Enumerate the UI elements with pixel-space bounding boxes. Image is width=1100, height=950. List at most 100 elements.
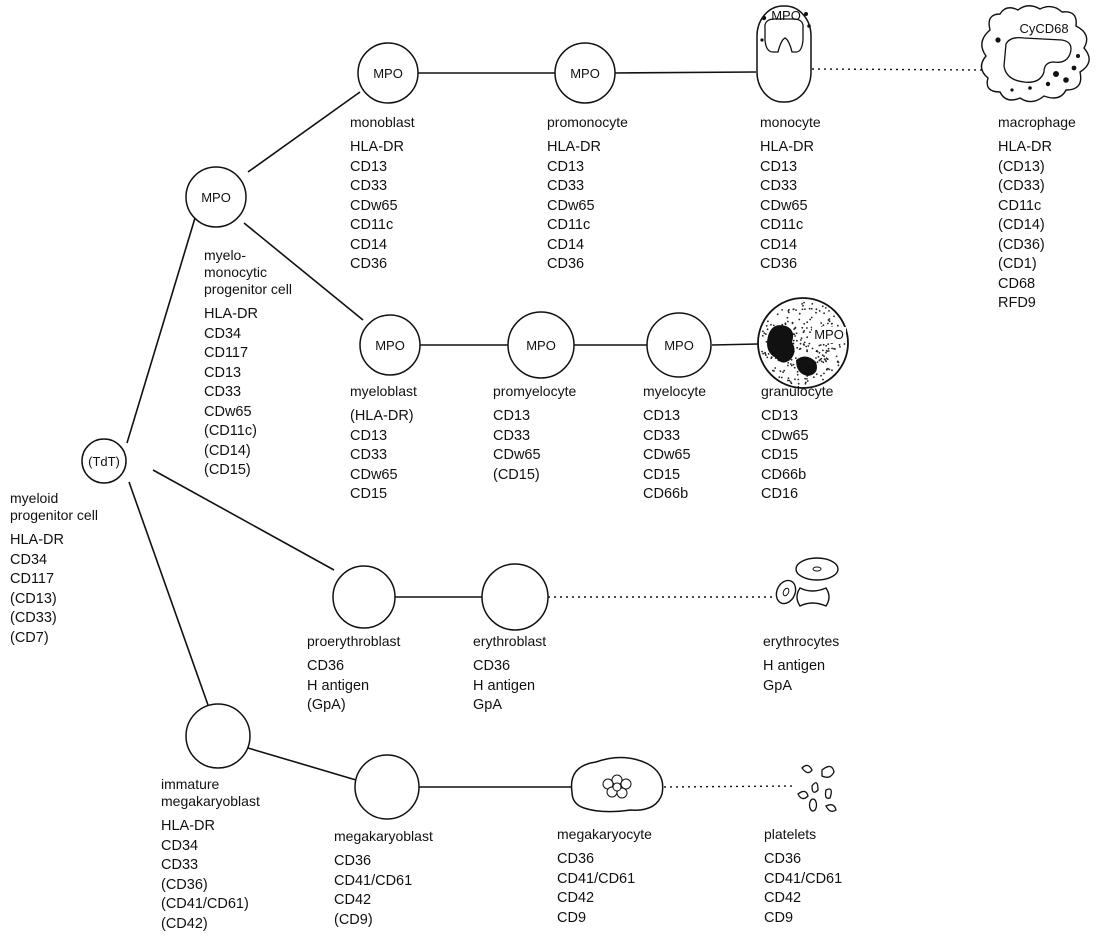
marker-item: (CD33)	[10, 610, 57, 626]
marker-item: CD66b	[761, 466, 807, 483]
granulocyte-cell: MPO	[757, 297, 849, 389]
megakaryoblast-name: megakaryoblast	[334, 828, 433, 844]
myelomonocytic-circle-label: MPO	[201, 190, 231, 205]
marker-item: (CD7)	[10, 629, 49, 646]
marker-item: CD41/CD61	[557, 870, 636, 887]
marker-item: CDw65	[760, 197, 808, 214]
edge-myelomonocytic-to-myeloblast	[243, 222, 364, 321]
marker-item: (CD36)	[998, 236, 1045, 253]
marker-item: HLA-DR	[760, 139, 814, 155]
granulocyte-name: granulocyte	[761, 383, 834, 399]
marker-item: GpA	[763, 677, 793, 694]
promonocyte-name: promonocyte	[547, 114, 628, 130]
marker-item: CD33	[493, 427, 531, 444]
monoblast-name: monoblast	[350, 114, 415, 130]
edge-myelomonocytic-to-monoblast	[247, 91, 361, 173]
granulocyte-circle-label: MPO	[814, 327, 844, 342]
marker-item: CD9	[764, 909, 794, 926]
marker-item: (CD14)	[998, 217, 1045, 233]
proerythroblast-name: proerythroblast	[307, 633, 401, 649]
marker-item: CD36	[547, 256, 585, 272]
monoblast-circle-label: MPO	[373, 66, 403, 81]
marker-item: CD11c	[547, 217, 591, 233]
marker-item: CD14	[760, 236, 798, 253]
platelets-drawing	[797, 764, 837, 812]
marker-item: RFD9	[998, 295, 1036, 311]
marker-item: H antigen	[763, 658, 826, 674]
marker-item: CD13	[350, 427, 388, 444]
marker-item: (HLA-DR)	[350, 408, 414, 424]
marker-item: CD34	[204, 325, 242, 342]
marker-item: (CD11c)	[204, 423, 257, 439]
marker-item: CD33	[350, 447, 388, 463]
marker-item: (CD33)	[998, 178, 1045, 194]
marker-item: CD33	[760, 178, 798, 194]
edge-progenitor-to-immature-megakaryoblast	[128, 481, 209, 706]
platelets-name: platelets	[764, 826, 817, 842]
macrophage-name: macrophage	[998, 114, 1076, 130]
marker-item: H antigen	[473, 677, 536, 694]
marker-item: CD11c	[350, 217, 394, 233]
marker-item: H antigen	[307, 677, 370, 694]
marker-item: CD14	[547, 236, 585, 253]
marker-item: CD11c	[760, 217, 804, 233]
myelocyte-name: myelocyte	[643, 383, 707, 399]
promonocyte-cell: MPO	[554, 42, 616, 104]
marker-item: CD13	[643, 408, 681, 424]
marker-item: CD13	[760, 158, 798, 175]
marker-item: HLA-DR	[204, 306, 258, 322]
marker-item: CD42	[557, 890, 595, 906]
marker-item: CD13	[493, 408, 531, 424]
marker-item: HLA-DR	[998, 139, 1052, 155]
marker-item: CD13	[761, 408, 799, 424]
edge-progenitor-to-proerythroblast	[152, 469, 335, 571]
marker-item: CD33	[643, 427, 681, 444]
marker-item: CD15	[761, 447, 799, 463]
marker-item: CDw65	[350, 197, 398, 214]
marker-item: CD36	[350, 256, 388, 272]
myelomonocytic-progenitor-cell: MPO	[185, 166, 247, 228]
marker-item: CD33	[350, 178, 388, 194]
marker-item: CD33	[204, 384, 242, 400]
marker-item: CD36	[334, 853, 372, 869]
marker-item: (CD1)	[998, 256, 1037, 272]
marker-item: CDw65	[547, 197, 595, 214]
marker-item: CD13	[350, 158, 388, 175]
edge-progenitor-to-myelomonocytic	[126, 217, 196, 444]
marker-item: CD68	[998, 275, 1036, 292]
macrophage-markers: HLA-DR(CD13)(CD33)CD11c(CD14)(CD36)(CD1)…	[998, 138, 1076, 314]
myelocyte-circle-label: MPO	[664, 338, 694, 353]
marker-item: (CD13)	[10, 590, 57, 607]
marker-item: CD36	[473, 658, 511, 674]
marker-item: HLA-DR	[547, 139, 601, 155]
marker-item: CDw65	[643, 447, 691, 463]
myelomonocytic-progenitor-name: myelo- monocytic progenitor cell	[204, 247, 292, 297]
marker-item: CD36	[764, 851, 802, 867]
macrophage-cell: CyCD68	[980, 5, 1090, 103]
marker-item: CD14	[350, 236, 388, 253]
marker-item: CD33	[161, 857, 199, 873]
